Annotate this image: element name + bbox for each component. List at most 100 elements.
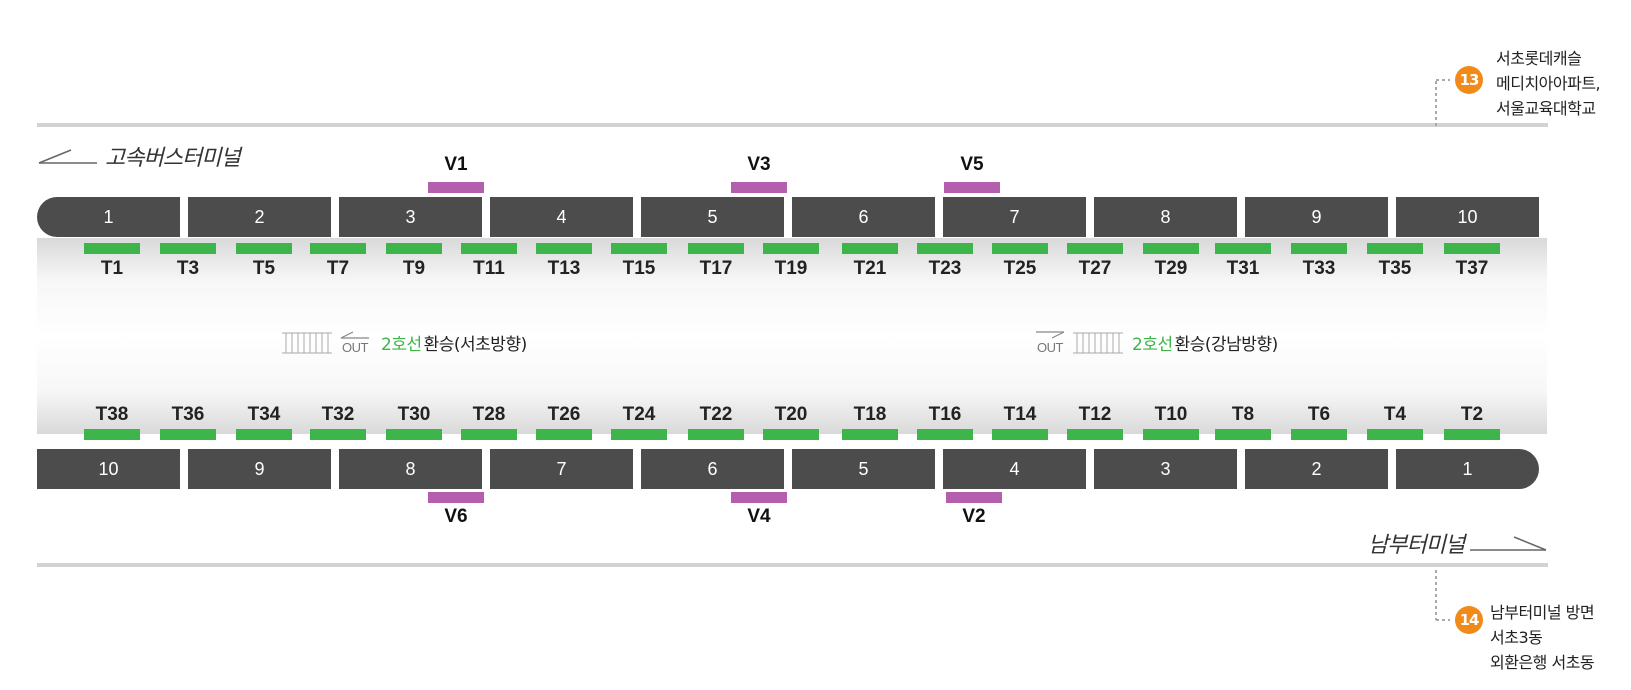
train-car[interactable]: 1 <box>1396 449 1539 489</box>
train-car[interactable]: 1 <box>37 197 180 237</box>
vehicle-marker[interactable] <box>428 182 484 193</box>
door-label: T35 <box>1378 258 1412 279</box>
door-label: T15 <box>622 258 656 279</box>
door-marker[interactable] <box>1067 243 1123 254</box>
door-marker[interactable] <box>84 243 140 254</box>
platform-area <box>37 238 1547 434</box>
exit-destinations: 서초롯데캐슬 메디치아아파트, 서울교육대학교 <box>1496 46 1601 121</box>
transfer-left[interactable]: OUT 2호선 환승(서초방향) <box>281 330 527 355</box>
door-marker[interactable] <box>763 429 819 440</box>
train-car[interactable]: 2 <box>188 197 331 237</box>
train-car[interactable]: 6 <box>792 197 935 237</box>
vehicle-marker[interactable] <box>944 182 1000 193</box>
vehicle-marker-label: V4 <box>747 506 771 527</box>
vehicle-marker[interactable] <box>731 182 787 193</box>
train-car[interactable]: 7 <box>943 197 1086 237</box>
out-indicator: OUT <box>339 330 371 355</box>
door-marker[interactable] <box>310 243 366 254</box>
out-label: OUT <box>342 340 368 355</box>
door-label: T28 <box>472 404 506 425</box>
door-marker[interactable] <box>160 429 216 440</box>
direction-top: 고속버스터미널 <box>37 140 241 172</box>
door-label: T13 <box>547 258 581 279</box>
arrow-right-icon <box>1036 331 1065 339</box>
door-marker[interactable] <box>1215 243 1271 254</box>
train-car[interactable]: 2 <box>1245 449 1388 489</box>
train-car[interactable]: 8 <box>1094 197 1237 237</box>
door-marker[interactable] <box>1143 243 1199 254</box>
door-marker[interactable] <box>688 243 744 254</box>
door-marker[interactable] <box>688 429 744 440</box>
door-marker[interactable] <box>842 243 898 254</box>
arrow-left-icon <box>38 149 97 164</box>
door-label: T8 <box>1231 404 1255 425</box>
train-car[interactable]: 9 <box>188 449 331 489</box>
track-line-bottom <box>37 563 1548 567</box>
train-car[interactable]: 6 <box>641 449 784 489</box>
train-car[interactable]: 10 <box>37 449 180 489</box>
transfer-right[interactable]: OUT 2호선 환승(강남방향) <box>1034 330 1278 355</box>
door-label: T5 <box>252 258 276 279</box>
door-marker[interactable] <box>1291 429 1347 440</box>
vehicle-marker[interactable] <box>946 492 1002 503</box>
door-marker[interactable] <box>236 429 292 440</box>
door-marker[interactable] <box>461 429 517 440</box>
door-marker[interactable] <box>310 429 366 440</box>
door-marker[interactable] <box>386 243 442 254</box>
train-car[interactable]: 3 <box>1094 449 1237 489</box>
train-car[interactable]: 4 <box>943 449 1086 489</box>
door-marker[interactable] <box>536 429 592 440</box>
door-marker[interactable] <box>992 429 1048 440</box>
train-car[interactable]: 9 <box>1245 197 1388 237</box>
train-car[interactable]: 3 <box>339 197 482 237</box>
door-marker[interactable] <box>1367 243 1423 254</box>
door-label: T17 <box>699 258 733 279</box>
transfer-text: 환승(강남방향) <box>1174 335 1279 355</box>
door-marker[interactable] <box>1215 429 1271 440</box>
door-marker[interactable] <box>1367 429 1423 440</box>
exit-destination: 메디치아아파트, <box>1496 74 1601 93</box>
train-car[interactable]: 10 <box>1396 197 1539 237</box>
door-label: T18 <box>853 404 887 425</box>
door-label: T23 <box>928 258 962 279</box>
door-marker[interactable] <box>461 243 517 254</box>
exit-destinations: 남부터미널 방면 서초3동 외환은행 서초동 <box>1490 600 1595 675</box>
door-marker[interactable] <box>1444 429 1500 440</box>
door-label: T27 <box>1078 258 1112 279</box>
train-car[interactable]: 7 <box>490 449 633 489</box>
door-label: T30 <box>397 404 431 425</box>
door-marker[interactable] <box>842 429 898 440</box>
door-marker[interactable] <box>1067 429 1123 440</box>
door-marker[interactable] <box>1291 243 1347 254</box>
door-label: T25 <box>1003 258 1037 279</box>
door-marker[interactable] <box>611 429 667 440</box>
door-label: T11 <box>473 258 505 279</box>
train-car[interactable]: 8 <box>339 449 482 489</box>
vehicle-marker[interactable] <box>428 492 484 503</box>
door-marker[interactable] <box>536 243 592 254</box>
door-marker[interactable] <box>917 243 973 254</box>
train-car[interactable]: 5 <box>792 449 935 489</box>
arrow-right-icon <box>1470 536 1547 551</box>
door-label: T7 <box>326 258 350 279</box>
line-2-label: 2호선 <box>381 335 422 355</box>
vehicle-marker[interactable] <box>731 492 787 503</box>
door-marker[interactable] <box>992 243 1048 254</box>
door-label: T6 <box>1307 404 1331 425</box>
door-marker[interactable] <box>763 243 819 254</box>
door-marker[interactable] <box>84 429 140 440</box>
door-marker[interactable] <box>236 243 292 254</box>
door-label: T36 <box>171 404 205 425</box>
door-label: T9 <box>402 258 426 279</box>
door-marker[interactable] <box>1444 243 1500 254</box>
door-marker[interactable] <box>160 243 216 254</box>
door-marker[interactable] <box>611 243 667 254</box>
exit-destination: 외환은행 서초동 <box>1490 653 1595 672</box>
train-car[interactable]: 5 <box>641 197 784 237</box>
door-label: T19 <box>774 258 808 279</box>
door-marker[interactable] <box>917 429 973 440</box>
train-car[interactable]: 4 <box>490 197 633 237</box>
door-marker[interactable] <box>386 429 442 440</box>
door-marker[interactable] <box>1143 429 1199 440</box>
door-label: T12 <box>1078 404 1112 425</box>
